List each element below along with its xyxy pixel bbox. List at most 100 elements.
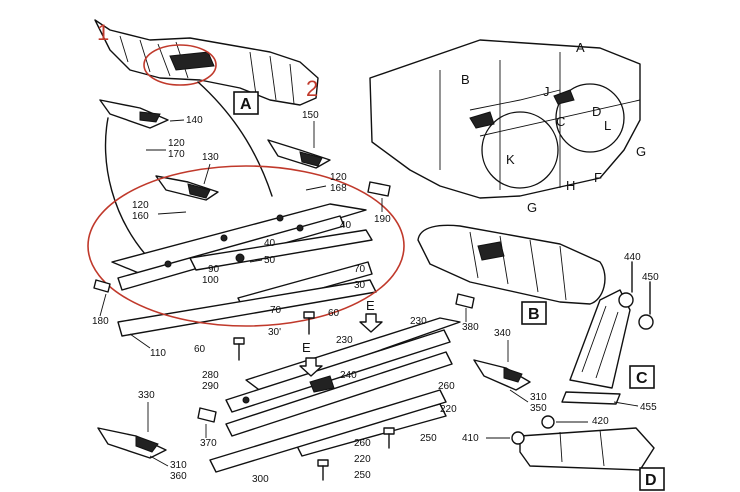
- fastener-420: [541, 415, 555, 429]
- label-100: 100: [202, 275, 219, 286]
- label-240: 240: [340, 370, 357, 381]
- label-250-b: 250: [354, 470, 371, 481]
- view-d-box: [639, 467, 665, 491]
- part-number-labels: 140 120 170 150 130 120 168 190 120 160 …: [92, 110, 659, 485]
- label-450: 450: [642, 272, 659, 283]
- direction-arrow-e1: [359, 313, 383, 333]
- label-120-b: 120: [330, 172, 347, 183]
- clip-130: [155, 175, 219, 201]
- label-170: 170: [168, 149, 185, 160]
- label-260-b: 260: [354, 438, 371, 449]
- part-380: [455, 293, 475, 309]
- view-a-label: A: [240, 96, 252, 113]
- label-230-b: 230: [336, 335, 353, 346]
- callout-1: 1: [97, 20, 109, 45]
- leader-lines: [99, 119, 639, 467]
- part-370: [197, 407, 217, 423]
- label-60-a: 60: [328, 308, 340, 319]
- label-290: 290: [202, 381, 219, 392]
- label-455: 455: [640, 402, 657, 413]
- view-a-box: [233, 91, 259, 115]
- view-b-box: [521, 301, 547, 325]
- label-190: 190: [374, 214, 391, 225]
- label-250-a: 250: [420, 433, 437, 444]
- view-c-label: C: [636, 370, 648, 387]
- direction-arrow-e2: [299, 357, 323, 377]
- lower-rail-assembly: [209, 317, 461, 473]
- label-40-a: 40: [340, 220, 352, 231]
- label-280: 280: [202, 370, 219, 381]
- label-440: 440: [624, 252, 641, 263]
- label-310-a: 310: [530, 392, 547, 403]
- nut-440: [618, 292, 634, 308]
- label-220-a: 220: [440, 404, 457, 415]
- label-150: 150: [302, 110, 319, 121]
- label-140: 140: [186, 115, 203, 126]
- label-260-a: 260: [438, 381, 455, 392]
- frame-ref-b: B: [461, 72, 470, 87]
- label-120-a: 120: [168, 138, 185, 149]
- frame-ref-a: A: [576, 40, 585, 55]
- clip-330: [97, 427, 167, 459]
- ribbed-cover-top: [94, 19, 319, 106]
- frame-ref-g2: G: [527, 200, 537, 215]
- ribbed-cushion-b: [417, 224, 606, 305]
- clip-140: [99, 99, 169, 129]
- label-370: 370: [200, 438, 217, 449]
- label-160: 160: [132, 211, 149, 222]
- nut-450: [638, 314, 654, 330]
- frame-ref-d: D: [592, 104, 601, 119]
- label-70-a: 70: [354, 264, 366, 275]
- bracket-c: [561, 261, 654, 405]
- label-360: 360: [170, 471, 187, 482]
- label-70-b: 70: [270, 305, 282, 316]
- label-90: 90: [208, 264, 220, 275]
- direction-ref-e2: E: [302, 340, 311, 355]
- frame-ref-c: C: [556, 114, 565, 129]
- label-350: 350: [530, 403, 547, 414]
- label-168: 168: [330, 183, 347, 194]
- label-220-b: 220: [354, 454, 371, 465]
- clip-150: [267, 139, 331, 169]
- bolt-250b: [317, 459, 329, 481]
- highlight-ellipse-2: [87, 165, 405, 327]
- part-180: [93, 279, 111, 293]
- label-30-b: 30': [268, 327, 281, 338]
- bolt-250a: [383, 427, 395, 449]
- label-230-a: 230: [410, 316, 427, 327]
- frame-ref-g1: G: [636, 144, 646, 159]
- highlight-ellipse-1: [143, 44, 217, 86]
- view-b-label: B: [528, 306, 540, 323]
- frame-ref-h: H: [566, 178, 575, 193]
- direction-ref-e1: E: [366, 298, 375, 313]
- label-420: 420: [592, 416, 609, 427]
- part-190: [367, 181, 391, 197]
- frame-ref-k: K: [506, 152, 515, 167]
- view-d-label: D: [645, 472, 657, 489]
- label-60-b: 60: [194, 344, 206, 355]
- label-130: 130: [202, 152, 219, 163]
- frame-ref-j: J: [543, 84, 550, 99]
- fastener-410: [511, 431, 525, 445]
- label-340: 340: [494, 328, 511, 339]
- frame-ref-l: L: [604, 118, 611, 133]
- clamp-d: [511, 415, 655, 471]
- bolt-60b: [233, 337, 245, 361]
- label-310-b: 310: [170, 460, 187, 471]
- callout-2: 2: [306, 76, 318, 101]
- clip-340: [473, 359, 531, 391]
- label-120-c: 120: [132, 200, 149, 211]
- label-180: 180: [92, 316, 109, 327]
- label-50: 50: [264, 255, 276, 266]
- label-330: 330: [138, 390, 155, 401]
- label-110: 110: [150, 348, 166, 359]
- label-410: 410: [462, 433, 479, 444]
- body-frame: [369, 39, 641, 199]
- view-c-box: [629, 365, 655, 389]
- frame-ref-f: F: [594, 170, 602, 185]
- label-30-a: 30: [354, 280, 366, 291]
- label-40-b: 40: [264, 238, 276, 249]
- label-300: 300: [252, 474, 269, 485]
